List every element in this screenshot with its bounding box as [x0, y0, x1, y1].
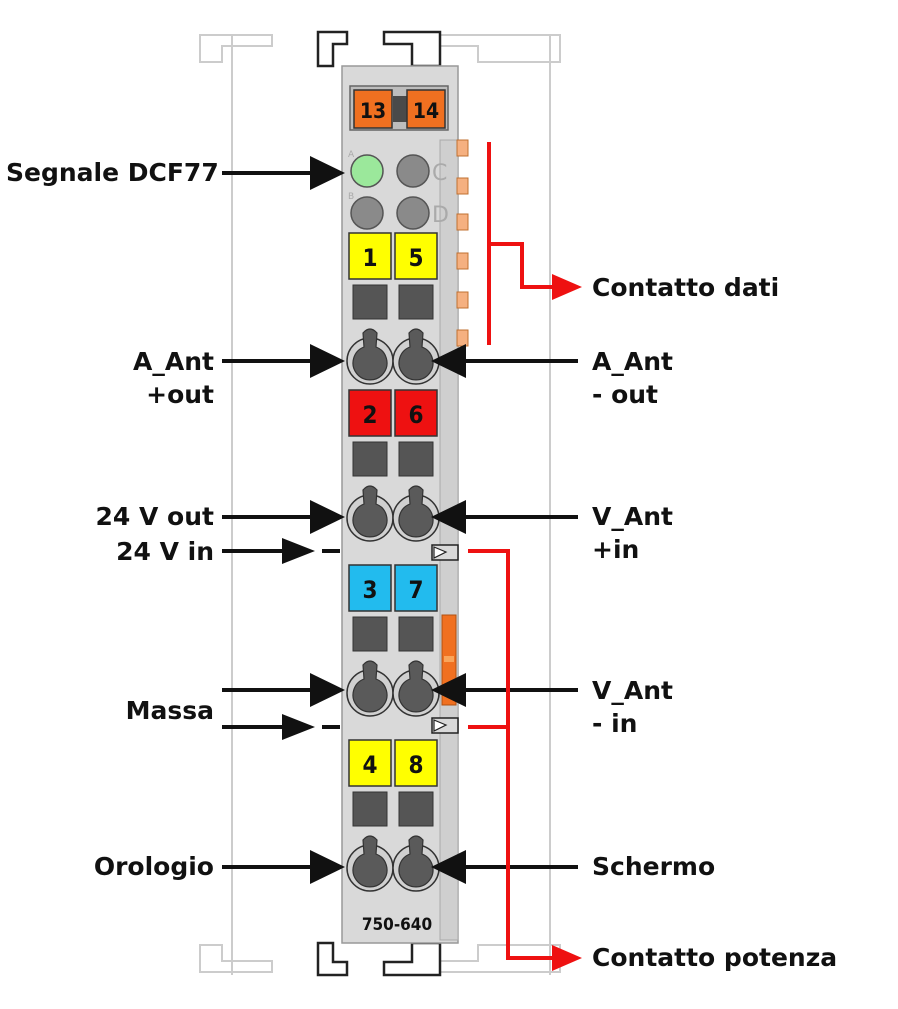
module-side-strip [439, 139, 459, 941]
data-contact-pin [456, 252, 469, 270]
data-contact-arrowhead [552, 274, 582, 300]
label-a-ant-minus-out: A_Ant - out [592, 345, 673, 411]
terminal-label-block [394, 564, 438, 612]
arrows-right [455, 359, 578, 869]
terminal-number: 6 [408, 401, 423, 429]
label-a-ant-minus-line1: A_Ant [592, 347, 673, 376]
label-a-ant-plus-out: A_Ant +out [110, 345, 214, 411]
led-b: B [348, 192, 384, 230]
data-contact-pin [456, 329, 469, 347]
led-letter: C [432, 161, 447, 186]
label-contatto-potenza: Contatto potenza [592, 943, 838, 972]
led-d: D [396, 196, 449, 230]
terminal-number: 4 [362, 751, 377, 779]
label-v-ant-plus-line1: V_Ant [592, 502, 673, 531]
model-number: 750-640 [362, 915, 432, 935]
data-contact-pin [456, 291, 469, 309]
terminal-8: 8 [392, 739, 440, 892]
release-button [398, 616, 434, 652]
arrow-heads-right [431, 344, 466, 884]
terminal-label-block [394, 739, 438, 787]
terminal-label-block [394, 232, 438, 280]
release-button [352, 616, 388, 652]
label-a-ant-plus-line1: A_Ant [133, 347, 214, 376]
label-v-ant-minus-line2: - in [592, 709, 638, 738]
led-letter: B [348, 192, 354, 202]
terminal-number: 8 [408, 751, 423, 779]
label-a-ant-plus-line2: +out [146, 380, 214, 409]
label-24v-out: 24 V out [95, 502, 214, 531]
terminal-number: 5 [408, 244, 423, 272]
wire-entry-hole [352, 660, 388, 713]
terminal-3: 3 [346, 564, 394, 717]
label-contatto-dati: Contatto dati [592, 273, 780, 302]
wire-entry-hole [352, 328, 388, 381]
terminal-number: 2 [362, 401, 377, 429]
label-v-ant-plus-in: V_Ant +in [592, 500, 673, 566]
label-schermo: Schermo [592, 852, 716, 881]
label-a-ant-minus-line2: - out [592, 380, 659, 409]
terminal-number: 1 [362, 244, 377, 272]
arrow-heads-left [282, 156, 345, 884]
label-v-ant-minus-in: V_Ant - in [592, 674, 673, 740]
release-button [352, 791, 388, 827]
wire-entry-hole [352, 835, 388, 888]
mounting-clip-bottom [316, 941, 442, 977]
label-orologio: Orologio [93, 852, 214, 881]
label-massa: Massa [125, 696, 214, 725]
terminal-rows: 1 5 2 6 3 7 4 8 [346, 232, 440, 892]
led-letter: A [348, 150, 355, 160]
top-terminal-13: 13 [353, 89, 393, 129]
terminal-5: 5 [392, 232, 440, 385]
terminal-4: 4 [346, 739, 394, 892]
terminal-label-block [394, 389, 438, 437]
top-terminal-label: 14 [413, 99, 439, 123]
power-contact-dashes [322, 549, 340, 729]
power-contact-ports [431, 544, 459, 734]
top-terminal-block: 13 14 [349, 85, 449, 131]
wire-entry-hole [352, 485, 388, 538]
led-a: A [348, 150, 384, 188]
release-button [352, 441, 388, 477]
terminal-label-block [348, 232, 392, 280]
wire-entry-hole [398, 835, 434, 888]
terminal-2: 2 [346, 389, 394, 542]
release-button [398, 791, 434, 827]
top-terminal-label: 13 [360, 99, 386, 123]
terminal-number: 3 [362, 576, 377, 604]
led-c: C [396, 154, 447, 188]
release-button [398, 441, 434, 477]
power-contact-arrowhead [552, 945, 582, 971]
led-group: A C B D [348, 150, 449, 230]
terminal-label-block [348, 389, 392, 437]
release-button [398, 284, 434, 320]
terminal-6: 6 [392, 389, 440, 542]
terminal-number: 7 [408, 576, 423, 604]
terminal-label-block [348, 739, 392, 787]
label-segnale-dcf77: Segnale DCF77 [6, 158, 219, 187]
data-contact-pin [456, 213, 469, 231]
release-button [352, 284, 388, 320]
terminal-7: 7 [392, 564, 440, 717]
terminal-1: 1 [346, 232, 394, 385]
data-contact-pins [456, 139, 469, 347]
power-contact-bracket [468, 549, 555, 960]
wire-entry-hole [398, 485, 434, 538]
led-letter: D [432, 203, 449, 228]
label-v-ant-plus-line2: +in [592, 535, 640, 564]
data-contact-pin [456, 177, 469, 195]
wire-entry-hole [398, 660, 434, 713]
data-contact-pin [456, 139, 469, 157]
mounting-clip-top [316, 30, 442, 68]
top-terminal-14: 14 [406, 89, 446, 129]
label-v-ant-minus-line1: V_Ant [592, 676, 673, 705]
wire-entry-hole [398, 328, 434, 381]
terminal-label-block [348, 564, 392, 612]
data-contact-bracket [487, 142, 555, 345]
label-24v-in: 24 V in [116, 537, 214, 566]
